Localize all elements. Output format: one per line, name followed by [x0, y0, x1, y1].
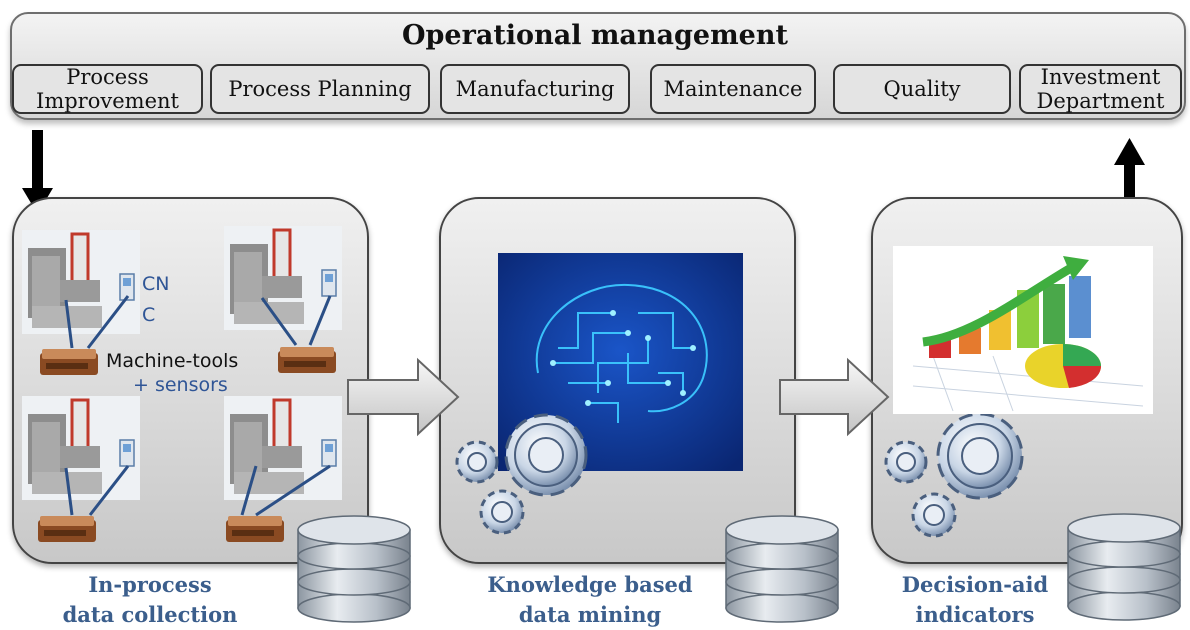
gear-icon — [884, 440, 928, 484]
brain-circuit-image — [498, 253, 743, 471]
caption-line: data mining — [518, 602, 662, 627]
dept-process-planning: Process Planning — [210, 64, 430, 114]
gear-icon — [504, 413, 588, 497]
gear-icon — [936, 412, 1024, 500]
dept-label-line: Investment — [1040, 65, 1161, 89]
caption-line: Decision-aid — [901, 572, 1049, 597]
database-icon — [725, 515, 839, 623]
dept-label-line: Manufacturing — [455, 77, 615, 101]
caption-decision-aid: Decision-aid indicators — [880, 570, 1070, 630]
machine-tools-label: Machine-tools — [106, 350, 239, 372]
dept-label-line: Department — [1036, 89, 1165, 113]
caption-data-mining: Knowledge based data mining — [440, 570, 740, 630]
caption-data-collection: In-process data collection — [20, 570, 280, 630]
database-icon — [297, 515, 411, 623]
dept-label-line: Quality — [883, 77, 961, 101]
dept-label-line: Improvement — [36, 89, 179, 113]
caption-line: data collection — [62, 602, 238, 627]
dept-label-line: Process Planning — [228, 77, 412, 101]
dept-manufacturing: Manufacturing — [440, 64, 630, 114]
gear-icon — [455, 440, 499, 484]
dept-maintenance: Maintenance — [650, 64, 816, 114]
panel-title: Operational management — [402, 20, 788, 51]
right-arrow-2 — [779, 357, 890, 437]
gear-icon — [479, 489, 525, 535]
database-icon — [1067, 513, 1181, 621]
dept-label-line: Process — [66, 65, 149, 89]
sensors-label: + sensors — [133, 374, 228, 396]
dept-label-line: Maintenance — [663, 77, 803, 101]
chart-illustration — [893, 246, 1153, 414]
sensor-cables — [64, 295, 332, 517]
cnc-label-line2: C — [142, 304, 156, 326]
cnc-label-line1: CN — [142, 273, 170, 295]
dept-quality: Quality — [833, 64, 1011, 114]
caption-line: indicators — [915, 602, 1035, 627]
right-arrow-1 — [347, 357, 460, 437]
gear-icon — [911, 492, 957, 538]
caption-line: In-process — [88, 572, 212, 597]
caption-line: Knowledge based — [487, 572, 693, 597]
